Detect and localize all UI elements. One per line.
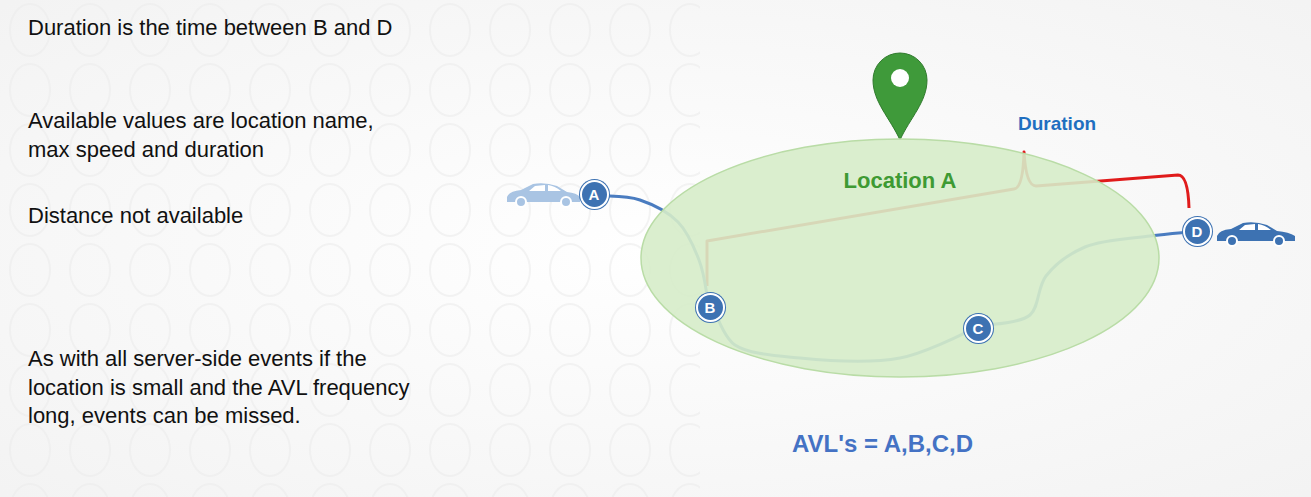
avl-point: C [964, 314, 993, 343]
avl-letter: C [973, 320, 984, 337]
note-text: Available values are location name, max … [28, 107, 400, 164]
note-text: Duration is the time between B and D [28, 14, 400, 43]
avl-list-label: AVL's = A,B,C,D [792, 428, 973, 459]
duration-label: Duration [1018, 112, 1096, 137]
avl-letter: A [589, 186, 600, 203]
zone-ellipse [641, 139, 1159, 377]
avl-letter: D [1192, 223, 1203, 240]
note-text: As with all server-side events if the lo… [28, 345, 448, 431]
avl-letter: B [705, 299, 716, 316]
map-pin [873, 53, 927, 140]
avl-point: B [696, 293, 725, 322]
note-text: Distance not available [28, 202, 400, 231]
background-texture [0, 0, 700, 497]
car-icon [507, 183, 580, 207]
car-icon [1217, 222, 1295, 246]
location-zone: Location A B C [640, 138, 1160, 378]
avl-point: A [580, 180, 609, 209]
avl-point: D [1183, 217, 1212, 246]
zone-name: Location A [640, 168, 1160, 194]
